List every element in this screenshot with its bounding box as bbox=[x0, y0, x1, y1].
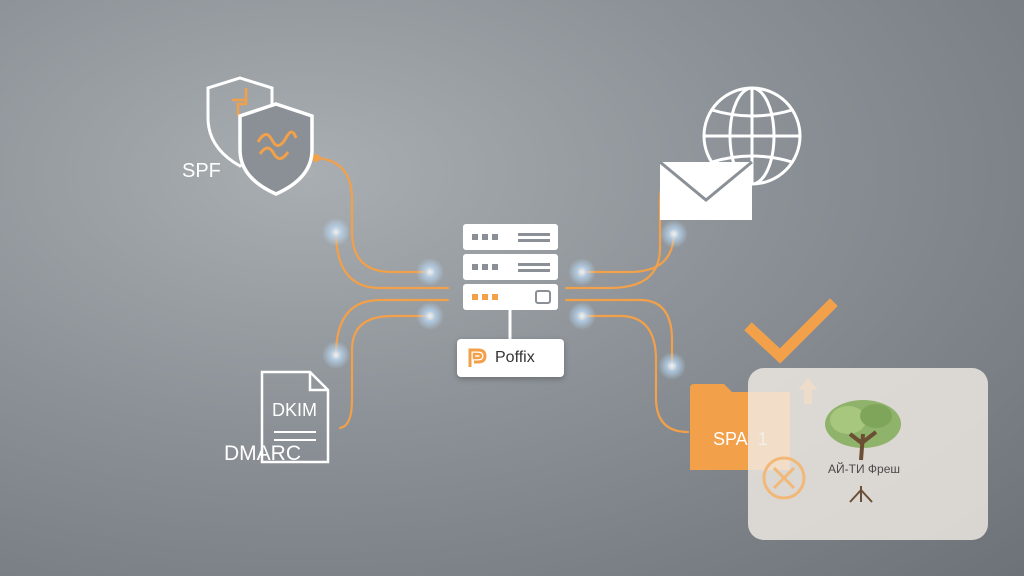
document-icon bbox=[260, 370, 330, 464]
connector-dkim bbox=[338, 314, 432, 430]
spf-label: SPF bbox=[182, 160, 221, 182]
connector-spf bbox=[314, 156, 432, 274]
watermark-text: АЙ-ТИ Фреш bbox=[828, 462, 901, 476]
server-brand-name: Poffix bbox=[495, 349, 535, 366]
tree-logo-icon bbox=[825, 400, 901, 503]
glow-highlights bbox=[322, 218, 688, 380]
dmarc-label: DMARC bbox=[224, 442, 301, 465]
connector-right-lower bbox=[564, 298, 674, 368]
connector-spam bbox=[580, 314, 690, 434]
shield-icon bbox=[206, 76, 314, 196]
cancel-icon bbox=[762, 456, 806, 500]
server-brand-badge: Poffix bbox=[457, 339, 564, 377]
server-icon bbox=[463, 224, 558, 339]
checkmark-icon bbox=[744, 298, 838, 364]
dkim-label: DKIM bbox=[272, 400, 317, 420]
watermark-overlay: АЙ-ТИ Фреш bbox=[748, 368, 988, 540]
envelope-icon bbox=[659, 160, 753, 220]
poffix-logo-icon bbox=[468, 348, 487, 367]
